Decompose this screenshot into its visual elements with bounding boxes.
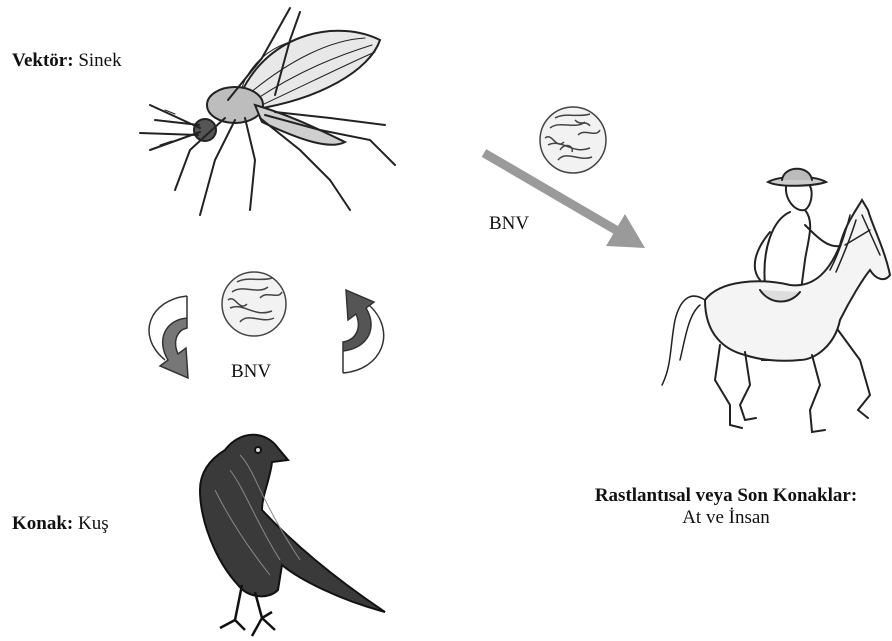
mosquito-illustration [140,8,395,215]
virus-particle-icon [540,107,606,173]
cycle-arrow-left [149,296,188,378]
cycle-arrow-right [343,290,384,373]
horse-and-rider-illustration [662,169,890,432]
crow-illustration [200,435,385,636]
virus-particle-icon [222,272,286,336]
